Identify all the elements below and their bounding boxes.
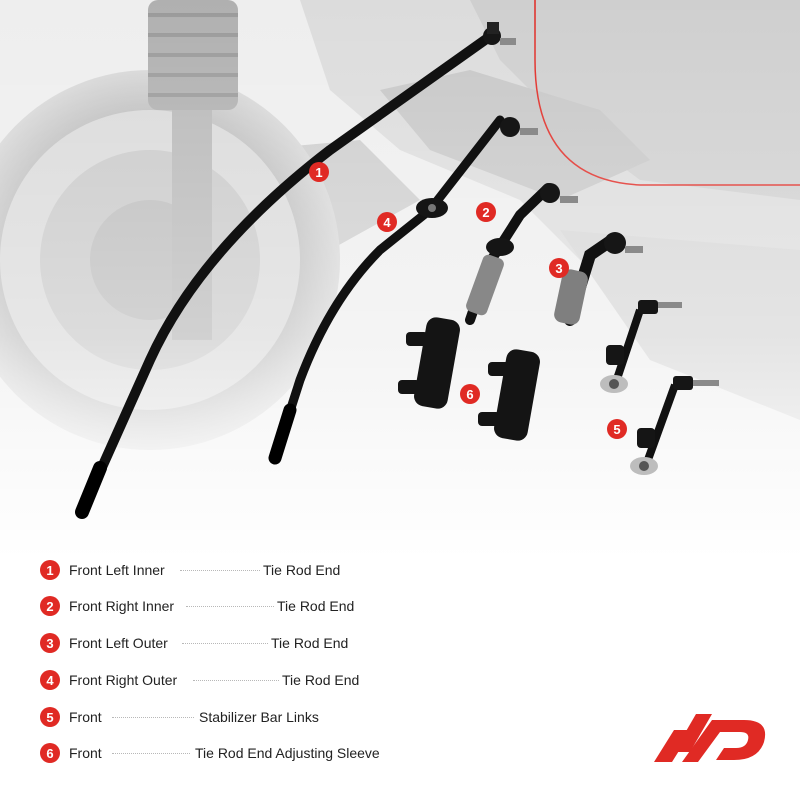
callout-2: 2 xyxy=(476,202,496,222)
legend-position: Front xyxy=(69,745,102,761)
callout-4: 4 xyxy=(377,212,397,232)
legend-number: 5 xyxy=(40,707,60,727)
callout-5-label: 5 xyxy=(613,421,621,437)
legend-part: Tie Rod End Adjusting Sleeve xyxy=(195,745,380,761)
leader-line xyxy=(193,680,279,681)
legend-part: Tie Rod End xyxy=(277,598,355,614)
legend-number: 1 xyxy=(40,560,60,580)
leader-line xyxy=(186,606,274,607)
leader-line xyxy=(182,643,268,644)
legend-part: Tie Rod End xyxy=(282,672,360,688)
legend-item: 6 Front Tie Rod End Adjusting Sleeve xyxy=(40,741,500,765)
suspension-photo xyxy=(0,0,800,560)
legend-item: 3 Front Left Outer Tie Rod End xyxy=(40,631,500,655)
callout-6: 6 xyxy=(460,384,480,404)
callout-6-label: 6 xyxy=(466,386,474,402)
legend-position: Front Left Inner xyxy=(69,562,165,578)
callout-3: 3 xyxy=(549,258,569,278)
brand-logo xyxy=(654,714,766,762)
callout-1: 1 xyxy=(309,162,329,182)
legend-item: 1 Front Left Inner Tie Rod End xyxy=(40,558,500,582)
leader-line xyxy=(112,717,194,718)
legend-number: 4 xyxy=(40,670,60,690)
legend-part: Tie Rod End xyxy=(271,635,349,651)
legend-position: Front xyxy=(69,709,102,725)
legend-number: 3 xyxy=(40,633,60,653)
legend-part: Stabilizer Bar Links xyxy=(199,709,319,725)
legend-number: 2 xyxy=(40,596,60,616)
legend-item: 4 Front Right Outer Tie Rod End xyxy=(40,668,500,692)
callout-4-label: 4 xyxy=(383,214,391,230)
legend-position: Front Right Outer xyxy=(69,672,178,688)
legend-position: Front Left Outer xyxy=(69,635,168,651)
leader-line xyxy=(112,753,190,754)
legend-number: 6 xyxy=(40,743,60,763)
legend-item: 5 Front Stabilizer Bar Links xyxy=(40,705,500,729)
legend-item: 2 Front Right Inner Tie Rod End xyxy=(40,594,500,618)
callout-1-label: 1 xyxy=(315,164,323,180)
callout-5: 5 xyxy=(607,419,627,439)
leader-line xyxy=(180,570,260,571)
callout-3-label: 3 xyxy=(555,260,563,276)
callout-2-label: 2 xyxy=(482,204,490,220)
legend-part: Tie Rod End xyxy=(263,562,341,578)
legend-position: Front Right Inner xyxy=(69,598,175,614)
